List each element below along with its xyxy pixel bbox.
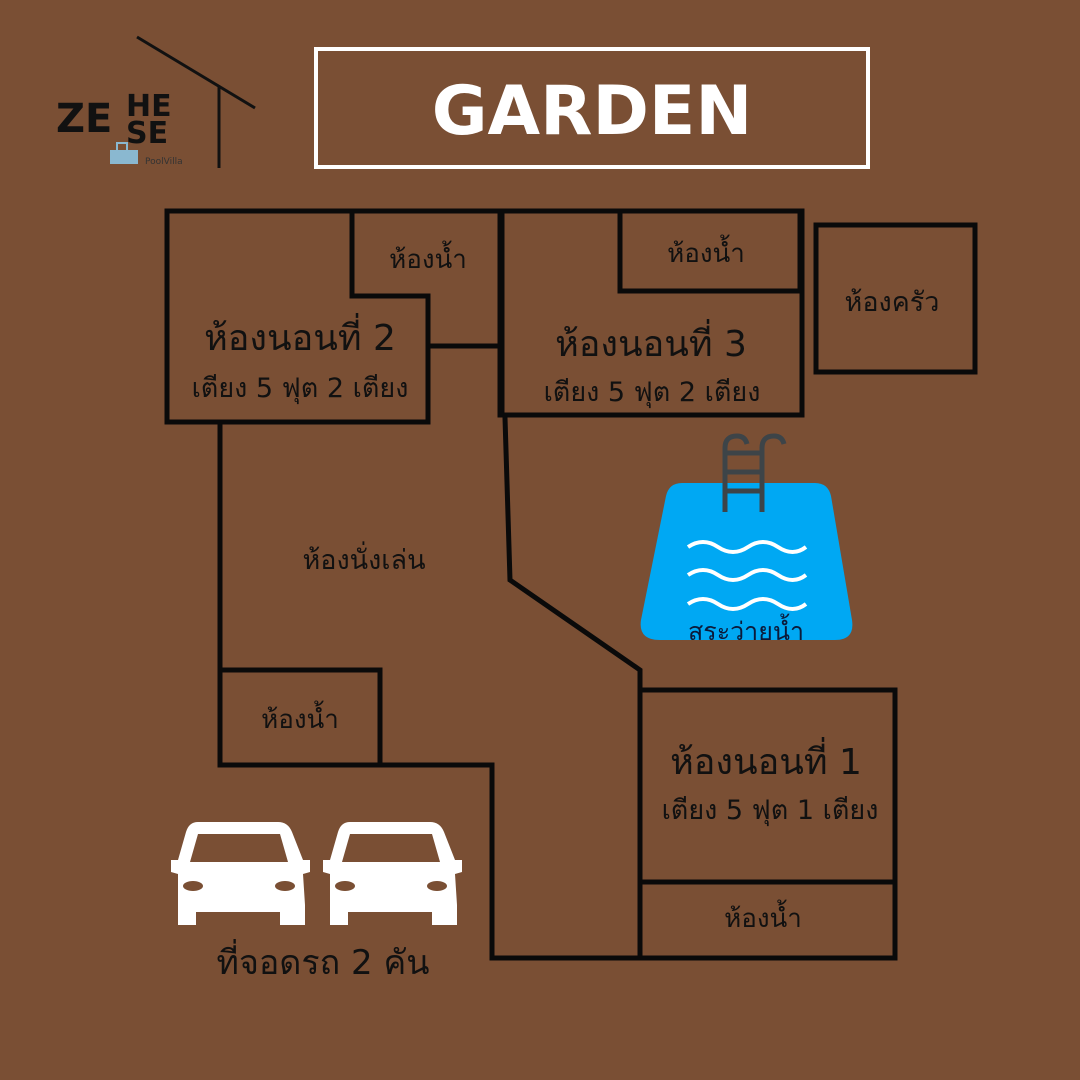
logo-subtitle: PoolVilla bbox=[145, 157, 183, 167]
bedroom3-label: ห้องนอนที่ 3 bbox=[555, 319, 747, 365]
bedroom1-beds: เตียง 5 ฟุต 1 เตียง bbox=[662, 795, 879, 827]
water-waves-icon bbox=[686, 540, 808, 611]
bedroom2-label: ห้องนอนที่ 2 bbox=[204, 313, 396, 359]
bedroom1-label: ห้องนอนที่ 1 bbox=[670, 737, 862, 783]
pool-ladder-icon bbox=[722, 433, 787, 512]
car-icon bbox=[171, 822, 310, 925]
pool-label: สระว่ายน้ำ bbox=[688, 613, 804, 646]
logo: ZE HE SE PoolVilla bbox=[56, 35, 256, 168]
parking-label: ที่จอดรถ 2 คัน bbox=[217, 939, 430, 983]
bedroom3-beds: เตียง 5 ฟุต 2 เตียง bbox=[544, 377, 761, 409]
svg-text:SE: SE bbox=[126, 116, 168, 151]
bathroom-bottom-label: ห้องน้ำ bbox=[724, 899, 802, 934]
svg-text:HE: HE bbox=[126, 89, 172, 124]
page-title: GARDEN bbox=[432, 72, 753, 151]
walls bbox=[164, 208, 978, 961]
bathroom-middle-label: ห้องน้ำ bbox=[261, 700, 339, 735]
car-icon bbox=[323, 822, 462, 925]
pool-icon bbox=[640, 433, 853, 640]
living-room-label: ห้องนั่งเล่น bbox=[302, 541, 425, 576]
pool-ladder-logo-icon bbox=[110, 142, 138, 164]
kitchen-label: ห้องครัว bbox=[845, 287, 940, 318]
svg-text:ZE: ZE bbox=[56, 96, 112, 142]
title-box bbox=[314, 47, 870, 169]
bathroom-top-right-label: ห้องน้ำ bbox=[667, 234, 745, 269]
bathroom-top-left-label: ห้องน้ำ bbox=[389, 240, 467, 275]
bedroom2-beds: เตียง 5 ฟุต 2 เตียง bbox=[192, 373, 409, 405]
